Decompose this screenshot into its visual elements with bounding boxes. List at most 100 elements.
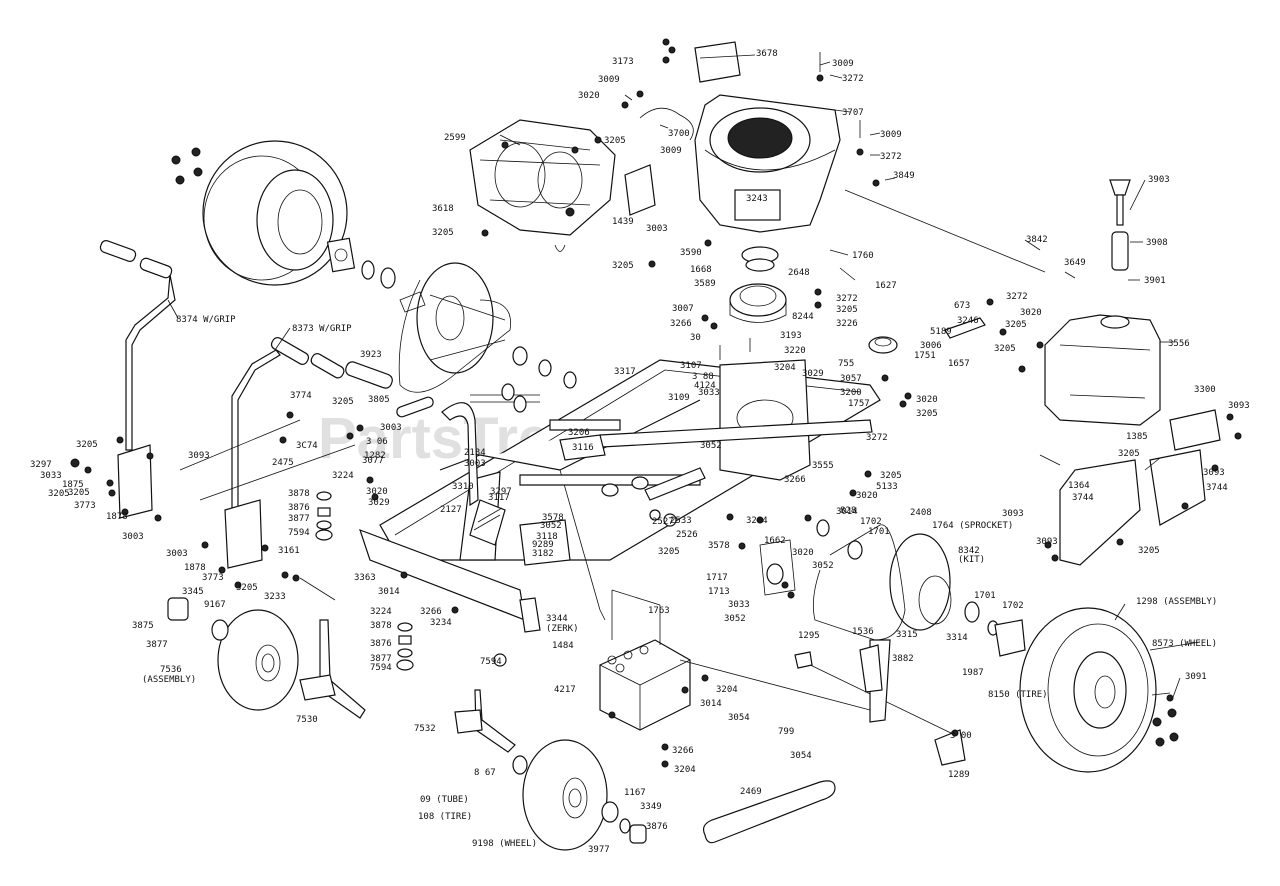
part-label-3091: 3091: [1185, 672, 1207, 682]
part-label-1713: 1713: [708, 587, 730, 597]
part-label-3205a: 3205: [604, 136, 626, 146]
part-label-3878a: 3878: [288, 489, 310, 499]
part-label-2127: 2127: [440, 505, 462, 515]
part-label-3700: 3700: [668, 129, 690, 139]
washer-3349: [601, 801, 619, 823]
part-label-3100: 3 00: [950, 731, 972, 741]
part-label-5133: 5133: [876, 482, 898, 492]
part-label-3093d: 3093: [1002, 509, 1024, 519]
part-label-1289: 1289: [948, 770, 970, 780]
part-label-1757: 1757: [848, 399, 870, 409]
part-label-3903: 3903: [1148, 175, 1170, 185]
drive-chain: [398, 279, 512, 393]
part-label-3773b: 3773: [202, 573, 224, 583]
chain-links: [429, 294, 506, 361]
hardware-bolts: [70, 38, 1242, 768]
part-label-1702b: 1702: [1002, 601, 1024, 611]
part-label-3074: 3C74: [296, 441, 318, 451]
part-label-3744a: 3744: [1072, 493, 1094, 503]
part-label-3876b: 3876: [370, 639, 392, 649]
part-label-3923: 3923: [360, 350, 382, 360]
part-label-3009a: 3009: [832, 59, 854, 69]
part-label-3205b: 3205: [432, 228, 454, 238]
part-label-3003b: 3003: [380, 423, 402, 433]
part-label-3882: 3882: [892, 654, 914, 664]
brake-lever: [441, 402, 479, 507]
lug-nuts-rear-right: [1152, 708, 1179, 747]
part-label-3556: 3556: [1168, 339, 1190, 349]
brake-rod: [679, 639, 966, 766]
part-label-1295: 1295: [798, 631, 820, 641]
electric-clutch: [729, 283, 787, 323]
part-label-3310: 3310: [452, 482, 474, 492]
part-label-3272b: 3272: [880, 152, 902, 162]
part-label-3088: 3 88: [692, 372, 714, 382]
part-label-755: 755: [838, 359, 854, 369]
part-label-4217: 4217: [554, 685, 576, 695]
bearing-8167: [512, 755, 528, 775]
part-label-3077: 3077: [362, 456, 384, 466]
part-label-7530: 7530: [296, 715, 318, 725]
part-label-3297b: 3297: [490, 487, 512, 497]
part-label-1662: 1662: [764, 536, 786, 546]
part-label-3226: 3226: [836, 319, 858, 329]
part-label-7594c: 7594: [480, 657, 502, 667]
part-label-3877b: 3877: [146, 640, 168, 650]
part-label-7532: 7532: [414, 724, 436, 734]
part-label-3877a: 3877: [288, 514, 310, 524]
part-label-3297: 3297: [30, 460, 52, 470]
part-label-3272c: 3272: [836, 294, 858, 304]
grip-3923: [345, 361, 393, 389]
part-label-1760: 1760: [852, 251, 874, 261]
part-label-3003e: 3003: [166, 549, 188, 559]
part-label-3590: 3590: [680, 248, 702, 258]
part-label-3908: 3908: [1146, 238, 1168, 248]
bushing-3875: [167, 597, 189, 621]
part-label-1701a: 1701: [868, 527, 890, 537]
part-label-2527: 2527: [652, 517, 674, 527]
right-chain: [812, 524, 906, 641]
part-label-4124: 4124: [694, 381, 716, 391]
part-label-3020f: 3020: [792, 548, 814, 558]
part-label-1763: 1763: [648, 606, 670, 616]
part-label-tire108: 108 (TIRE): [418, 812, 472, 822]
part-label-3007: 3007: [672, 304, 694, 314]
spacer-3805: [396, 396, 434, 418]
part-label-1701b: 1701: [974, 591, 996, 601]
engine-bracket: [694, 41, 741, 83]
part-label-3093b: 3093: [188, 451, 210, 461]
part-label-3206: 3206: [568, 428, 590, 438]
part-label-3578b: 3578: [708, 541, 730, 551]
part-label-3006: 3006: [920, 341, 942, 351]
part-label-zerk: (ZERK): [546, 624, 579, 634]
part-label-3205j: 3205: [1118, 449, 1140, 459]
part-label-3205h: 3205: [916, 409, 938, 419]
part-label-7594b: 7594: [370, 663, 392, 673]
part-label-3009c: 3009: [880, 130, 902, 140]
part-label-8373: 8373 W/GRIP: [292, 324, 352, 334]
part-label-3849: 3849: [893, 171, 915, 181]
transaxle-bracket: [624, 164, 656, 216]
part-label-2648: 2648: [788, 268, 810, 278]
part-label-3057: 3057: [840, 374, 862, 384]
part-label-3205c: 3205: [612, 261, 634, 271]
part-label-8244: 8244: [792, 312, 814, 322]
part-label-3243: 3243: [746, 194, 768, 204]
part-label-8150: 8150 (TIRE): [988, 690, 1048, 700]
rear-right-tire: [1019, 607, 1157, 773]
part-label-3205i: 3205: [76, 440, 98, 450]
transaxle: [469, 119, 616, 236]
part-label-3006b: 3 06: [366, 437, 388, 447]
front-caster-arm-left: [299, 619, 366, 719]
fuel-cap: [1109, 179, 1131, 226]
part-label-1878a: 1878: [106, 512, 128, 522]
part-label-3224a: 3224: [332, 471, 354, 481]
part-label-3204b: 3204: [746, 516, 768, 526]
part-label-3052c: 3052: [812, 561, 834, 571]
part-label-3205l: 3205: [880, 471, 902, 481]
part-label-3205n: 3205: [1138, 546, 1160, 556]
part-label-3093c: 3093: [1203, 468, 1225, 478]
part-label-8374: 8374 W/GRIP: [176, 315, 236, 325]
part-label-3204c: 3204: [716, 685, 738, 695]
part-label-3116: 3116: [572, 443, 594, 453]
